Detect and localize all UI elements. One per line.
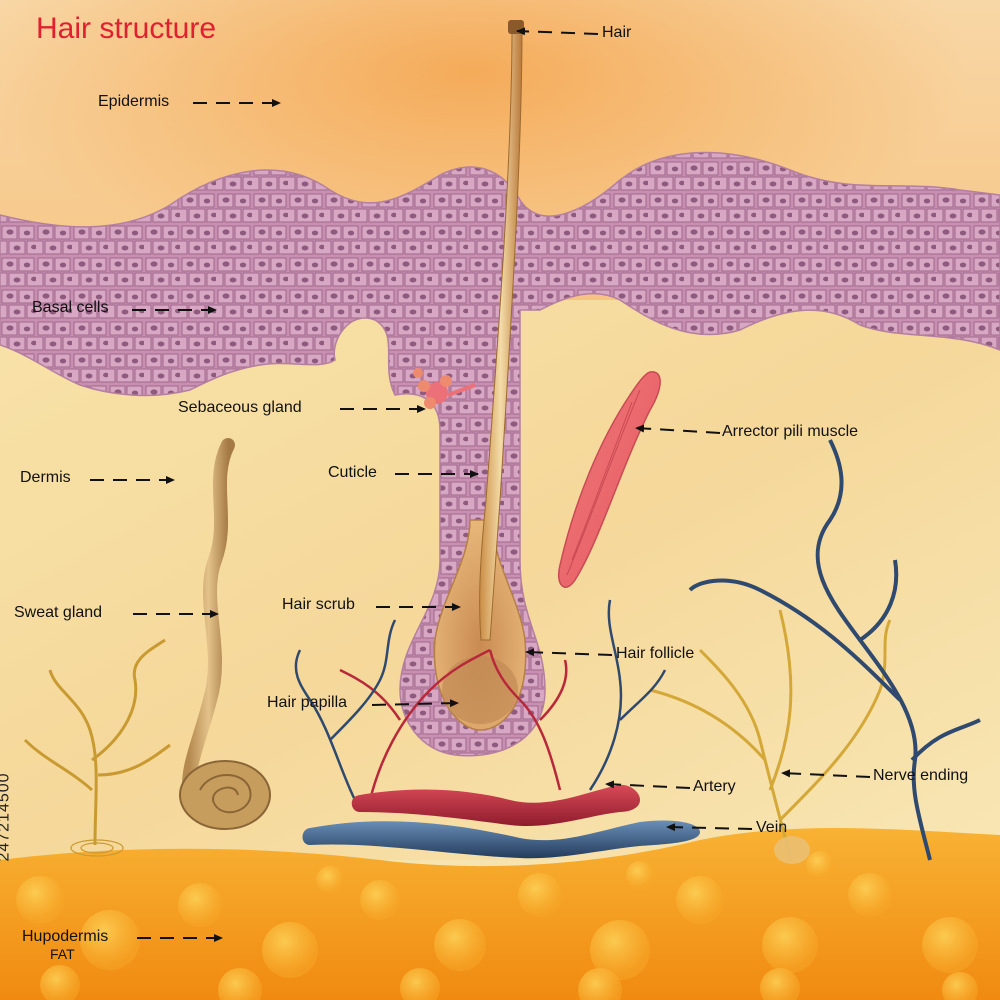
sweat-gland-duct [182, 438, 235, 802]
label-epidermis: Epidermis [98, 93, 170, 110]
label-nerve-ending: Nerve ending [873, 767, 969, 784]
stock-id-text: 247214500 [0, 772, 13, 862]
label-fat: FAT [50, 946, 75, 962]
hair-papilla [442, 656, 518, 724]
label-cuticle: Cuticle [328, 464, 377, 481]
left-nerve-tree [23, 638, 171, 846]
fat-cells [16, 851, 978, 1000]
sebaceous-gland-shape [413, 368, 476, 409]
capillary-network [294, 599, 667, 801]
leader-lines [90, 27, 871, 942]
artery-vessel [351, 784, 640, 827]
hair-shaft [479, 27, 523, 641]
sweat-gland-coil [179, 760, 271, 830]
label-sweat-gland: Sweat gland [14, 604, 103, 621]
vein-leader [666, 823, 753, 832]
label-sebaceous-gland: Sebaceous gland [178, 399, 302, 416]
stock-id-watermark: 247214500 [0, 760, 34, 880]
arrector-pili-leader [635, 424, 721, 434]
label-basal-cells: Basal cells [32, 299, 109, 316]
artery-leader [605, 780, 691, 789]
right-nerve-tree [649, 609, 892, 856]
label-hypodermis: Hupodermis [22, 928, 109, 945]
nerve-ending-leader [781, 769, 871, 778]
label-hair-scrub: Hair scrub [282, 596, 355, 613]
label-hair-follicle: Hair follicle [616, 645, 695, 662]
hair-follicle-leader [525, 648, 613, 657]
label-hair: Hair [602, 24, 632, 41]
label-artery: Artery [693, 778, 736, 795]
dark-nerve-tree [688, 439, 981, 861]
nerve-ripple [70, 839, 124, 857]
hair-leader [516, 27, 599, 36]
label-dermis: Dermis [20, 469, 71, 486]
hair-papilla-leader [371, 699, 459, 708]
page-title: Hair structure [36, 12, 217, 45]
label-hair-papilla: Hair papilla [267, 694, 348, 711]
label-arrector-pili-muscle: Arrector pili muscle [722, 423, 859, 440]
label-vein: Vein [756, 819, 788, 836]
vein-vessel [302, 820, 700, 859]
hypodermis-fat-layer [0, 828, 1000, 1000]
